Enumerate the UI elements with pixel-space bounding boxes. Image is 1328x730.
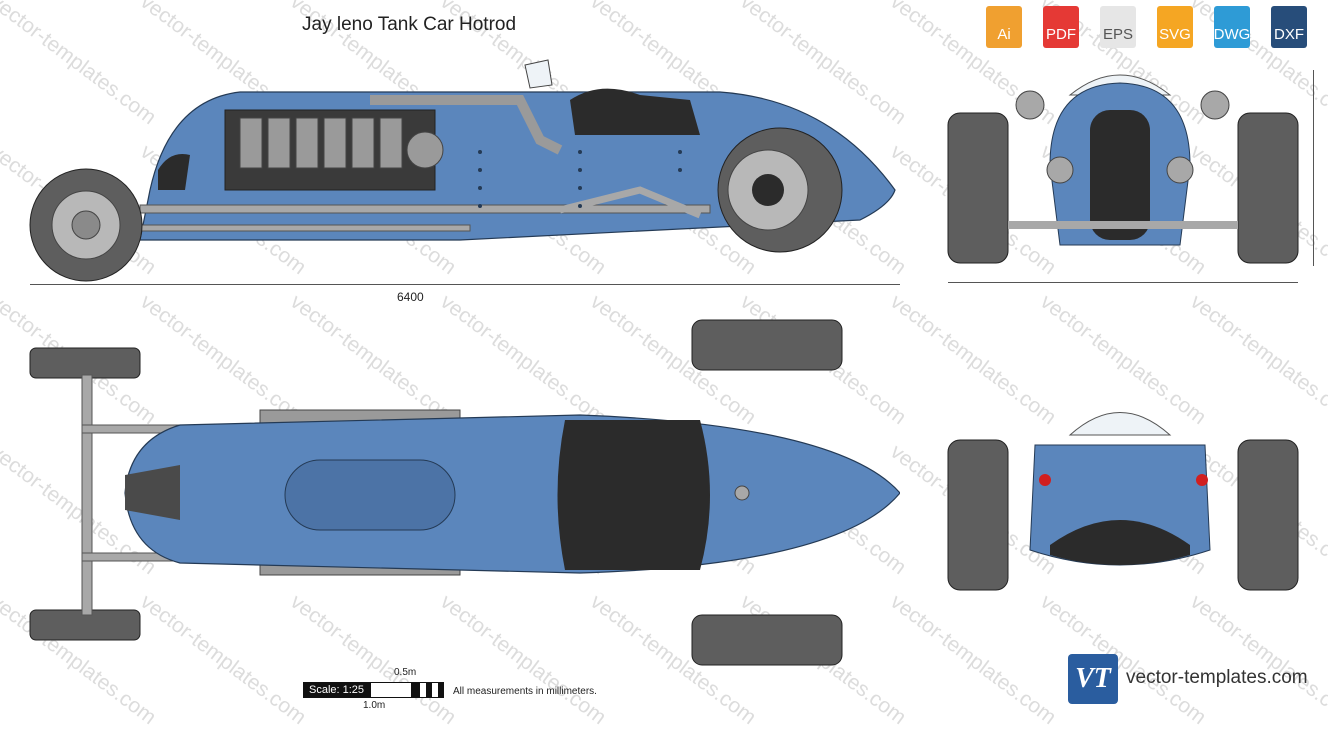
side-frame [139, 204, 711, 214]
top-view [29, 319, 900, 666]
side-front-wheel [29, 168, 143, 282]
front-right-tire [1237, 112, 1299, 264]
side-rear-wheel [717, 127, 843, 253]
page-title: Jay leno Tank Car Hotrod [302, 14, 517, 35]
format-label: PDF [1046, 26, 1076, 43]
rear-left-light [1039, 474, 1051, 486]
measurements-note: All measurements in millimeters. [453, 686, 597, 697]
top-rear-right-tire [691, 614, 843, 666]
format-label: EPS [1102, 26, 1133, 43]
format-icon-dxf[interactable]: DXF [1265, 6, 1313, 48]
site-name[interactable]: vector-templates.com [1126, 667, 1308, 688]
vt-logo: VT [1068, 654, 1118, 704]
watermark: vector-templates.com [1186, 590, 1328, 730]
height-dimension-line [1313, 70, 1314, 266]
format-icon-ai[interactable]: Ai [980, 6, 1028, 48]
side-exhaust [370, 95, 563, 155]
length-dimension-line [30, 284, 900, 285]
top-front-left-tire [29, 347, 141, 379]
scale-half-meter: 0.5m [394, 667, 417, 678]
format-icon-eps[interactable]: EPS [1094, 6, 1142, 48]
side-cockpit [570, 88, 700, 135]
length-dimension: 6400 [397, 290, 424, 304]
front-grille [1090, 110, 1150, 240]
rear-right-tire [1237, 439, 1299, 591]
rear-view [947, 412, 1299, 591]
side-windscreen [524, 59, 553, 89]
scale-meter: 1.0m [363, 700, 386, 711]
side-grille [158, 154, 190, 190]
top-rear-left-tire [691, 319, 843, 371]
format-label: DXF [1274, 26, 1304, 43]
scale-label: Scale: 1:25 [303, 682, 371, 698]
watermark: vector-templates.com [886, 590, 1061, 730]
width-dimension-line [948, 282, 1298, 283]
top-grille [125, 465, 180, 520]
format-label: DWG [1213, 26, 1251, 43]
top-body [124, 414, 900, 574]
format-label: SVG [1159, 26, 1191, 43]
rear-right-light [1196, 474, 1208, 486]
front-view [947, 74, 1299, 264]
rear-windscreen [1068, 412, 1172, 436]
format-icon-svg[interactable]: SVG [1151, 6, 1199, 48]
format-label: Ai [997, 26, 1011, 43]
watermark: vector-templates.com [1036, 590, 1211, 730]
scale-bar: Scale: 1:25 [303, 682, 445, 698]
side-view [29, 59, 896, 282]
format-icon-pdf[interactable]: PDF [1037, 6, 1085, 48]
rear-left-tire [947, 439, 1009, 591]
top-cockpit [557, 420, 710, 570]
top-hood-panel [284, 459, 456, 531]
front-left-tire [947, 112, 1009, 264]
format-icon-dwg[interactable]: DWG [1208, 6, 1256, 48]
